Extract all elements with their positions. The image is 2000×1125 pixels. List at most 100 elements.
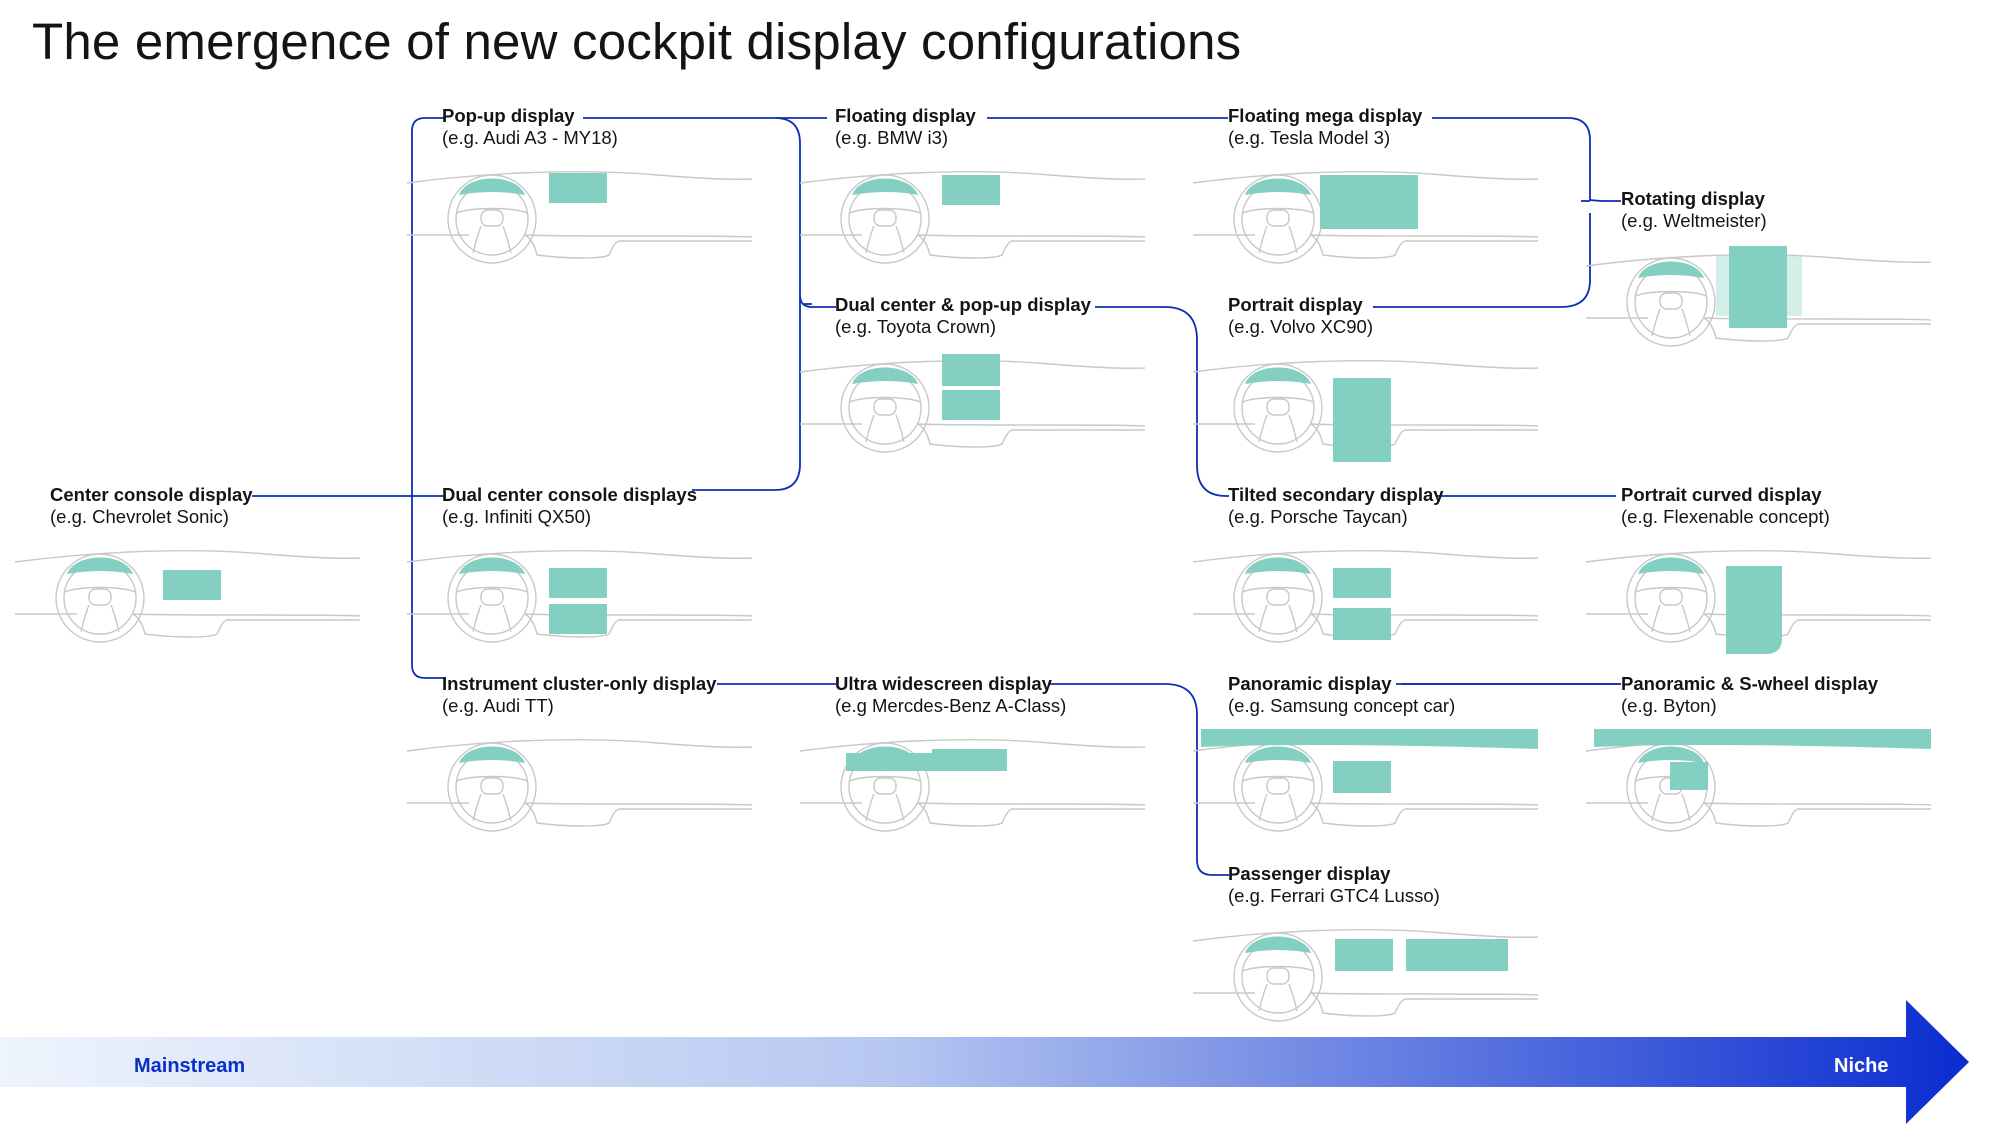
node-example: (e.g. Ferrari GTC4 Lusso) [1228,885,1440,906]
node-example: (e.g. Porsche Taycan) [1228,506,1408,527]
steering-spokes [1635,290,1707,337]
instrument-cluster [1245,178,1311,195]
display-screen [1670,762,1708,790]
instrument-cluster [1245,936,1311,953]
node-panoramic-and-s-wheel-display: Panoramic & S-wheel display (e.g. Byton) [1585,673,1981,832]
instrument-cluster [1245,557,1311,574]
cockpit-sketch [1192,359,1539,462]
steering-spokes [1242,965,1314,1012]
glovebox-outline [1310,234,1538,259]
steering-wheel [55,553,145,643]
node-example: (e.g. BMW i3) [835,127,949,148]
dashboard-lower-line [1586,613,1932,617]
steering-spokes [456,775,528,822]
steering-spokes [456,207,528,254]
steering-hub [1659,292,1683,310]
display-screen [549,604,607,634]
cockpit-sketch [799,354,1146,453]
cockpit-sketch [1192,729,1539,832]
dashboard-lower-line [1586,802,1932,806]
node-example: (e.g. Infiniti QX50) [442,506,592,527]
instrument-cluster [459,178,525,195]
display-screen [846,753,932,771]
node-rotating-display: Rotating display (e.g. Weltmeister) [1585,188,1981,347]
steering-wheel [447,553,537,643]
instrument-cluster [1638,746,1704,763]
node-portrait-display: Portrait display (e.g. Volvo XC90) [1192,294,1588,462]
steering-wheel-rim [1241,561,1315,635]
steering-wheel-rim [848,182,922,256]
node-label: Center console display [50,484,253,505]
display-screen [549,568,607,598]
steering-spokes [1635,586,1707,633]
node-label: Portrait curved display [1621,484,1822,505]
display-screen [932,749,1007,771]
dashboard-outline [406,549,753,563]
node-floating-mega-display: Floating mega display (e.g. Tesla Model … [1192,105,1588,264]
steering-spokes [64,586,136,633]
connector-line [583,117,801,491]
glovebox-outline [1703,613,1931,638]
glovebox-outline [917,802,1145,827]
steering-wheel-rim [1634,561,1708,635]
instrument-cluster [1245,746,1311,763]
cockpit-sketch [1192,928,1539,1022]
steering-wheel-rim [455,561,529,635]
niche-label: Niche [1834,1055,1889,1077]
display-screen [549,173,607,203]
dashboard-outline [799,738,1146,752]
steering-hub [480,777,504,795]
display-screen [1333,608,1391,640]
cockpit-sketch [799,170,1146,264]
node-floating-display: Floating display (e.g. BMW i3) [799,105,1195,264]
node-label: Rotating display [1621,188,1765,209]
display-screen [1335,939,1393,971]
display-screen [1333,378,1391,462]
dashboard-lower-line [1586,317,1932,321]
node-label: Tilted secondary display [1228,484,1444,505]
glovebox-outline [917,234,1145,259]
glovebox-outline [1703,317,1931,342]
node-dual-center-console-displays: Dual center console displays (e.g. Infin… [406,484,802,643]
steering-wheel [840,363,930,453]
glovebox-outline [1310,423,1538,448]
glovebox-outline [1310,992,1538,1017]
cockpit-sketch [1585,549,1932,654]
glovebox-outline [524,234,752,259]
cockpit-sketch [1585,246,1932,347]
glovebox-outline [524,613,752,638]
node-example: (e.g. Tesla Model 3) [1228,127,1391,148]
steering-wheel [840,742,930,832]
node-label: Dual center & pop-up display [835,294,1091,315]
steering-hub [873,398,897,416]
steering-spokes [849,207,921,254]
glovebox-outline [132,613,360,638]
display-screen [1333,761,1391,793]
steering-wheel [1626,553,1716,643]
node-example: (e.g. Weltmeister) [1621,210,1767,231]
dashboard-outline [1192,170,1539,184]
instrument-cluster [459,746,525,763]
steering-wheel-rim [1241,750,1315,824]
steering-spokes [1242,775,1314,822]
dashboard-outline [406,170,753,184]
dashboard-lower-line [1193,802,1539,806]
steering-hub [1266,777,1290,795]
cockpit-sketch [1585,729,1932,832]
steering-hub [873,777,897,795]
glovebox-outline [1310,802,1538,827]
steering-wheel-rim [848,371,922,445]
node-label: Passenger display [1228,863,1391,884]
dashboard-outline [1192,549,1539,563]
dashboard-lower-line [1193,234,1539,238]
steering-wheel-rim [455,750,529,824]
dashboard-lower-line [407,802,753,806]
instrument-cluster [852,367,918,384]
cockpit-sketch [406,738,753,832]
steering-hub [480,209,504,227]
connector-lines [252,117,1621,876]
glovebox-outline [1703,802,1931,827]
cockpit-sketch [14,549,361,643]
dashboard-outline [406,738,753,752]
steering-spokes [1242,396,1314,443]
